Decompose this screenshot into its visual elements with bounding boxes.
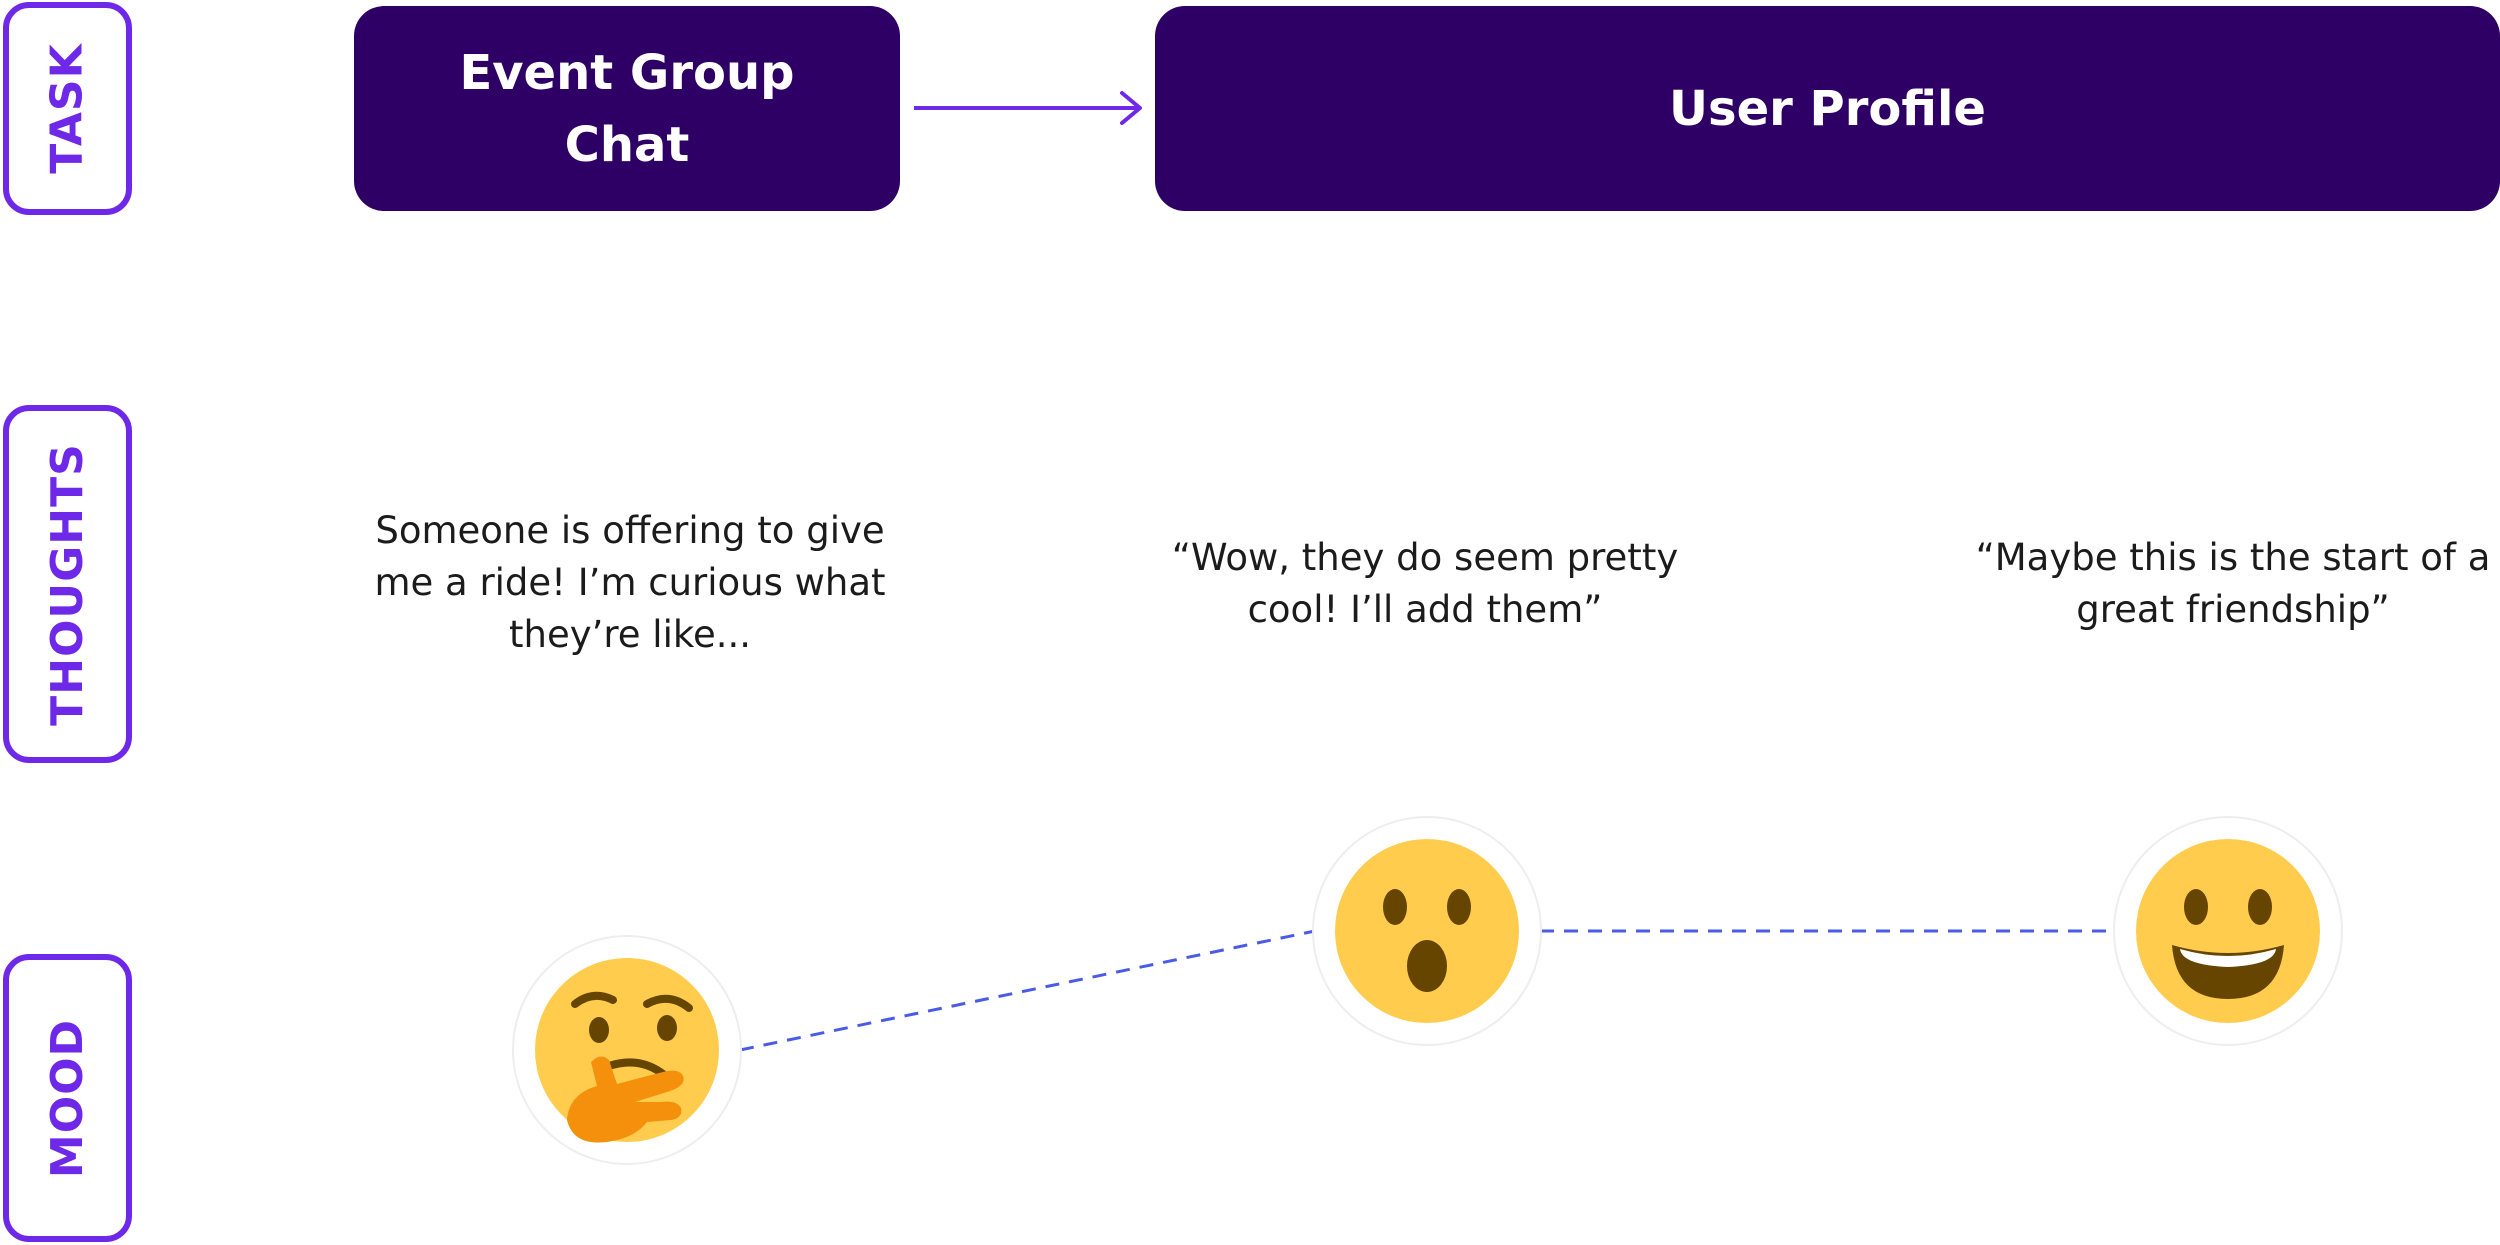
grinning-face-icon xyxy=(2113,816,2343,1046)
row-label-thoughts: THOUGHTS xyxy=(3,405,132,763)
task-box-event-group-chat-label: Event Group Chat xyxy=(459,44,795,173)
mood-connector-1 xyxy=(739,929,1316,1052)
row-label-mood: MOOD xyxy=(3,954,132,1242)
thinking-face-icon xyxy=(512,935,742,1165)
surprised-face-icon xyxy=(1312,816,1542,1046)
thought-text-3: “Maybe this is the start of a great frie… xyxy=(1975,536,2491,631)
task-box-event-group-chat: Event Group Chat xyxy=(354,6,900,211)
task-flow-arrow xyxy=(914,91,1142,125)
thought-text-1: Someone is offering to give me a ride! I… xyxy=(374,509,886,656)
row-label-task: TASK xyxy=(3,2,132,215)
thought-text-2: “Wow, they do seem pretty cool! I’ll add… xyxy=(1171,536,1679,631)
task-box-user-profile: User Profile xyxy=(1155,6,2500,211)
task-box-user-profile-label: User Profile xyxy=(1669,80,1986,137)
